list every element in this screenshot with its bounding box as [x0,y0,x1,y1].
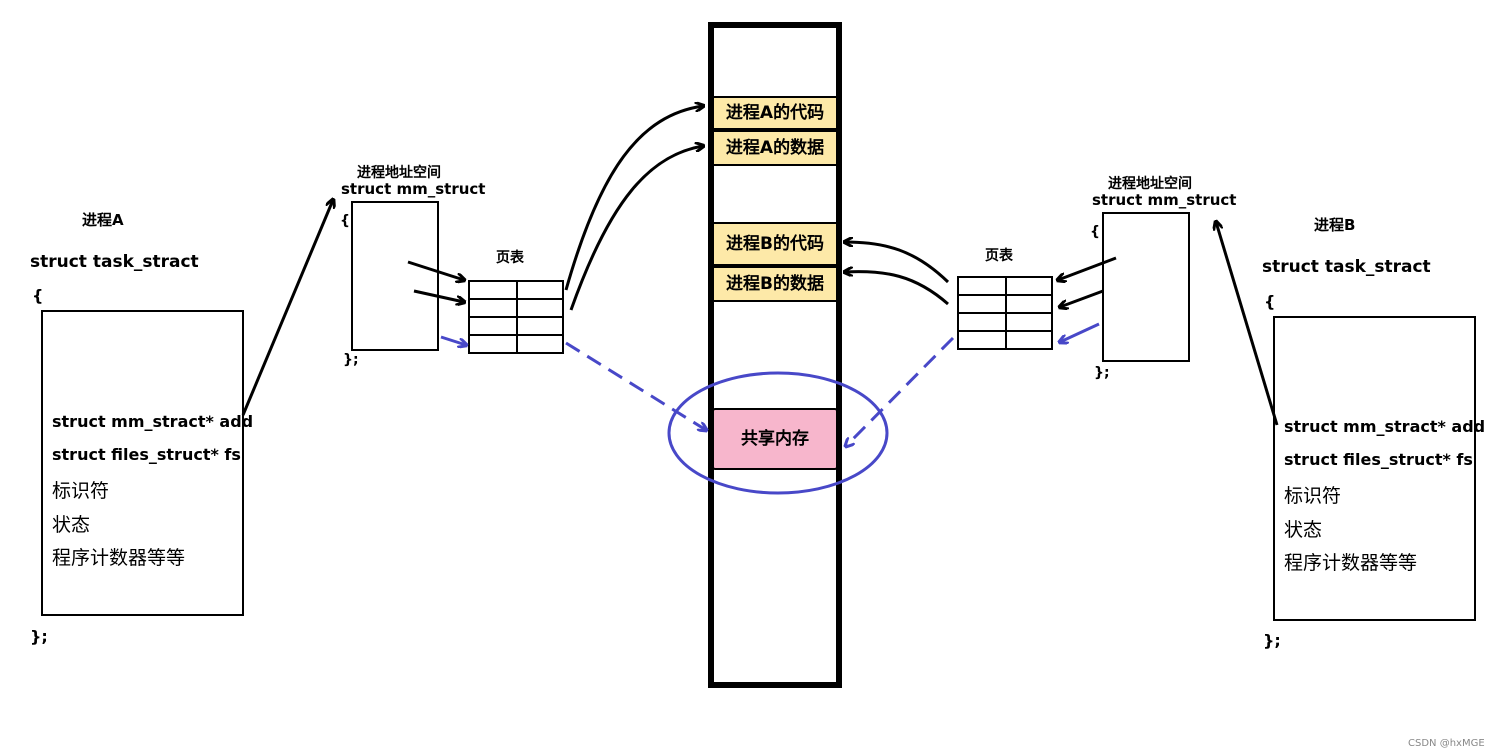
watermark: CSDN @hxMGE [1408,738,1485,749]
process-b-state-field: 状态 [1284,519,1323,541]
process-a-addr-open: { [340,213,350,229]
memory-segment-b-code: 进程B的代码 [714,222,836,266]
process-b-title: 进程B [1314,216,1356,234]
arrow-a-pt-to-code [564,106,703,291]
process-b-addr-space-box [1102,212,1190,362]
process-a-files-field: struct files_struct* fs [52,445,241,464]
process-a-state-field: 状态 [52,514,91,536]
arrow-a-pcb-to-mm [241,200,333,416]
process-a-addr-space-struct: struct mm_struct [341,180,486,198]
process-a-title: 进程A [82,211,124,229]
process-b-close-brace: }; [1263,631,1281,650]
arrow-a-pt-to-shared [565,341,706,430]
process-b-addr-space-title: 进程地址空间 [1108,176,1192,192]
process-b-files-field: struct files_struct* fs [1284,450,1473,469]
process-b-pcb-box [1273,316,1476,621]
arrow-b-pcb-to-mm [1216,222,1279,426]
arrow-b-mm-to-pt-2 [1060,289,1104,307]
process-a-mm-field: struct mm_stract* add [52,412,254,431]
arrow-b-pt-to-code [845,242,950,284]
process-b-mm-field: struct mm_stract* add [1284,417,1486,436]
process-b-page-table [957,276,1053,350]
arrow-a-mm-to-pt-1 [407,260,464,280]
arrow-a-mm-to-pt-2 [413,289,464,302]
process-a-id-field: 标识符 [52,480,110,502]
memory-segment-b-data: 进程B的数据 [714,266,836,302]
process-a-pcb-box [41,310,244,616]
process-b-page-table-label: 页表 [985,248,1013,264]
arrow-a-pt-to-data [569,146,703,311]
process-a-page-table [468,280,564,354]
process-b-struct-decl: struct task_stract [1262,257,1431,277]
memory-segment-a-code: 进程A的代码 [714,96,836,130]
process-b-addr-space-struct: struct mm_struct [1092,191,1237,209]
arrow-a-mm-to-pt-3 [440,335,466,345]
process-b-open-brace: { [1264,292,1276,311]
shared-memory-block: 共享内存 [712,408,838,470]
process-a-addr-space-box [351,201,439,351]
process-a-close-brace: }; [30,627,48,646]
process-a-pc-field: 程序计数器等等 [52,547,186,569]
process-b-addr-open: { [1090,224,1100,240]
process-a-struct-decl: struct task_stract [30,252,199,272]
process-b-pc-field: 程序计数器等等 [1284,552,1418,574]
memory-segment-a-data: 进程A的数据 [714,130,836,166]
process-b-addr-close: }; [1094,365,1110,381]
process-a-page-table-label: 页表 [496,250,524,266]
arrow-b-pt-to-data [845,272,949,306]
shared-memory-ellipse [667,371,889,495]
arrow-b-mm-to-pt-1 [1058,256,1117,280]
arrow-b-mm-to-pt-3 [1060,322,1100,342]
process-a-addr-space-title: 进程地址空间 [357,165,441,181]
process-a-open-brace: { [32,286,44,305]
arrow-b-pt-to-shared [846,336,955,446]
process-b-id-field: 标识符 [1284,485,1342,507]
process-a-addr-close: }; [343,352,359,368]
